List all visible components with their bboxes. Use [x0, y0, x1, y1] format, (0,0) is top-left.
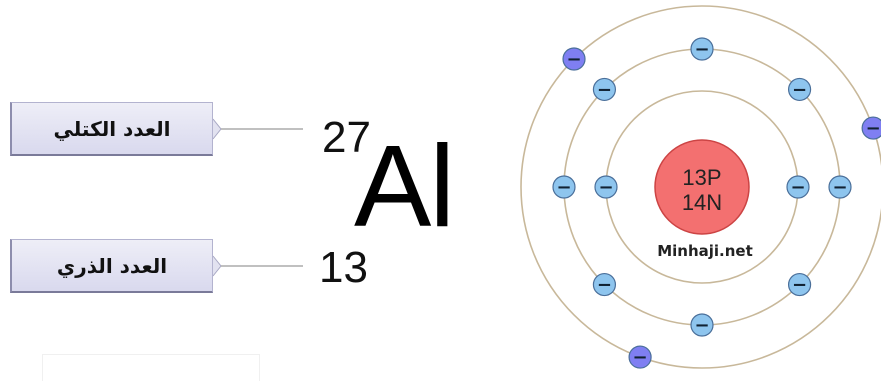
electron-sign: − [790, 177, 805, 198]
electron-sign: − [597, 79, 612, 100]
electron-sign: − [556, 177, 571, 198]
electron-sign: − [792, 79, 807, 100]
electron-sign: − [694, 39, 709, 60]
electron-sign: − [792, 275, 807, 296]
mass-number: 27 [322, 113, 371, 162]
electron-sign: − [866, 118, 881, 139]
proton-count: 13P [682, 165, 721, 190]
electron: − [592, 77, 617, 102]
electron: − [787, 77, 812, 102]
atomic-number-connector [213, 255, 303, 277]
mass-number-connector [213, 118, 303, 140]
electron-sign: − [597, 275, 612, 296]
mass-number-label: العدد الكتلي [10, 102, 213, 156]
element-symbol: Al [354, 121, 455, 251]
electron: − [786, 175, 810, 199]
electron: − [861, 116, 881, 140]
electron: − [552, 175, 576, 199]
watermark: Minhaji.net [657, 242, 753, 260]
electron: − [828, 175, 852, 199]
electron: − [690, 313, 714, 337]
atomic-number-label: العدد الذري [10, 239, 213, 293]
electron-sign: − [598, 177, 613, 198]
electron-sign: − [832, 177, 847, 198]
electron: − [594, 175, 618, 199]
electron: − [562, 47, 586, 71]
bohr-model-diagram: 13P 14N Minhaji.net −−−−−−−−−−−−− [520, 5, 881, 369]
electron: − [690, 37, 714, 61]
electron-shell-3 [520, 5, 881, 369]
electron: − [787, 272, 812, 297]
electron-sign: − [566, 49, 581, 70]
nucleus [654, 139, 750, 235]
neutron-count: 14N [682, 190, 722, 215]
electron: − [628, 345, 652, 369]
electron-sign: − [633, 347, 648, 368]
blank-box [42, 354, 260, 381]
atomic-number: 13 [319, 243, 368, 292]
electron: − [592, 272, 617, 297]
electron-sign: − [694, 315, 709, 336]
